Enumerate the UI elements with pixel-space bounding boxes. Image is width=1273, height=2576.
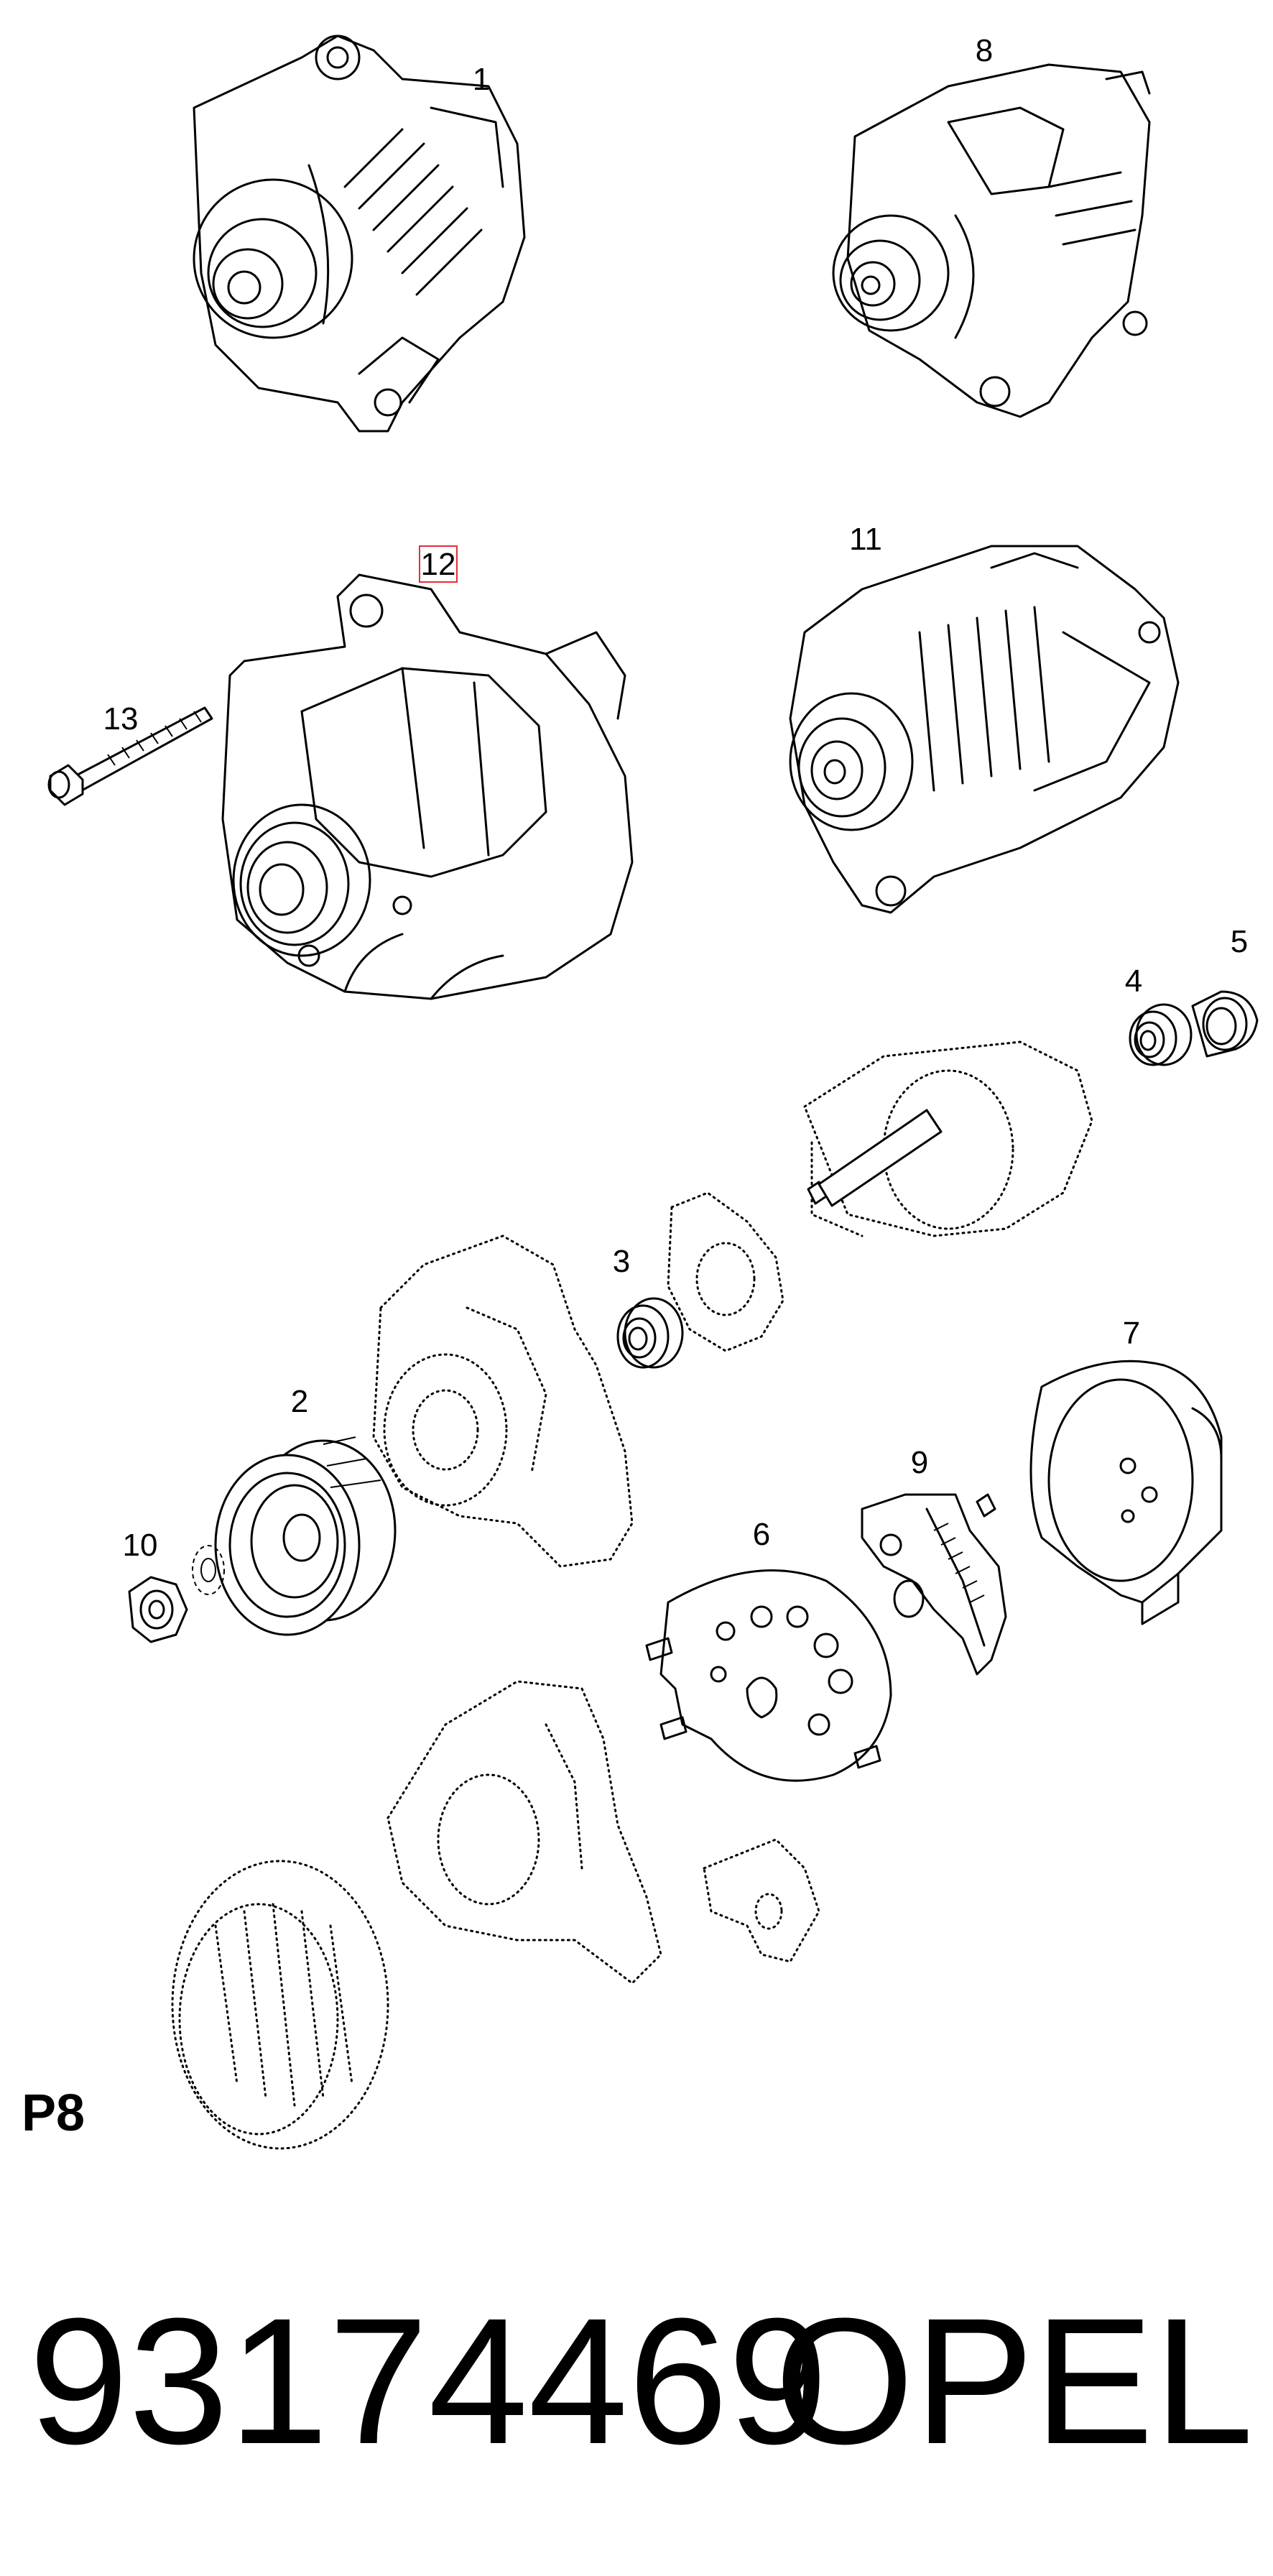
part-number: 93174469 <box>29 2281 828 2481</box>
brand-name: OPEL <box>774 2281 1254 2481</box>
ghost-bracket-drawing <box>703 1838 820 1963</box>
callout-9[interactable]: 9 <box>911 1445 928 1480</box>
callout-5[interactable]: 5 <box>1231 924 1248 959</box>
bolt-13-drawing <box>47 706 213 806</box>
callout-12-highlight[interactable]: 12 <box>419 545 458 583</box>
callout-1[interactable]: 1 <box>473 62 490 97</box>
page-code: P8 <box>22 2085 85 2142</box>
callout-13[interactable]: 13 <box>103 701 139 737</box>
callout-6[interactable]: 6 <box>753 1517 770 1552</box>
washer-drawing <box>192 1545 225 1595</box>
callout-4[interactable]: 4 <box>1125 964 1142 999</box>
ghost-fan-drawing <box>667 1191 784 1352</box>
pulley-2-drawing <box>214 1436 397 1636</box>
callout-12-highlight-box <box>419 545 458 583</box>
alternator-12-drawing <box>221 573 634 1000</box>
ghost-stator-drawing <box>171 1860 389 2150</box>
alternator-11-drawing <box>789 545 1180 914</box>
alternator-1-drawing <box>193 34 526 433</box>
rotor-shaft-drawing <box>807 1109 943 1207</box>
ghost-rotor-drawing <box>803 1040 1093 1237</box>
callout-12[interactable]: 12 <box>421 547 456 582</box>
alternator-8-drawing <box>832 63 1151 418</box>
bearing-4-drawing <box>1129 1003 1193 1066</box>
callout-8[interactable]: 8 <box>976 33 993 68</box>
ghost-front-housing-drawing <box>372 1234 634 1568</box>
callout-2[interactable]: 2 <box>291 1384 308 1419</box>
regulator-9-drawing <box>861 1493 1007 1676</box>
bearing-3-drawing <box>616 1297 684 1369</box>
callout-7[interactable]: 7 <box>1123 1316 1140 1351</box>
cap-5-drawing <box>1191 990 1259 1058</box>
ghost-rear-housing-drawing <box>386 1680 662 1985</box>
rectifier-6-drawing <box>645 1569 892 1782</box>
callout-10[interactable]: 10 <box>123 1528 158 1563</box>
callout-11[interactable]: 11 <box>849 522 882 557</box>
callout-3[interactable]: 3 <box>613 1244 630 1279</box>
nut-10-drawing <box>128 1576 188 1643</box>
cover-7-drawing <box>1029 1359 1223 1625</box>
